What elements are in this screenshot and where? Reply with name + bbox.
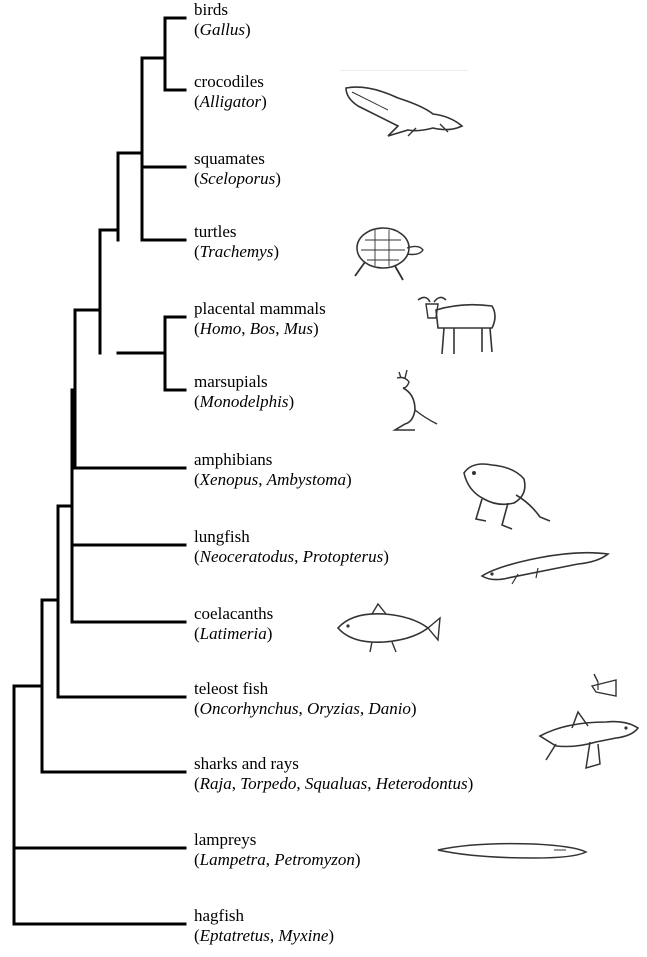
genus-name: Monodelphis: [200, 392, 289, 411]
kangaroo-silhouette: [385, 366, 445, 441]
common-name: lampreys: [194, 830, 361, 850]
genus-names: (Oncorhynchus, Oryzias, Danio): [194, 699, 417, 719]
genus-names: (Raja, Torpedo, Squaluas, Heterodontus): [194, 774, 473, 794]
lamprey-silhouette: [434, 838, 592, 869]
genus-name: Myxine: [278, 926, 328, 945]
genus-name: Trachemys: [200, 242, 274, 261]
genus-names: (Eptatretus, Myxine): [194, 926, 334, 946]
genus-names: (Lampetra, Petromyzon): [194, 850, 361, 870]
taxon-label: placental mammals(Homo, Bos, Mus): [194, 299, 326, 339]
genus-name: Gallus: [200, 20, 245, 39]
genus-name: Mus: [284, 319, 313, 338]
common-name: amphibians: [194, 450, 352, 470]
taxon-label: coelacanths(Latimeria): [194, 604, 273, 644]
shark-silhouette: [536, 702, 644, 779]
frog-silhouette: [458, 455, 558, 540]
genus-names: (Sceloporus): [194, 169, 281, 189]
common-name: squamates: [194, 149, 281, 169]
crocodile-silhouette: [338, 70, 473, 145]
common-name: sharks and rays: [194, 754, 473, 774]
genus-names: (Alligator): [194, 92, 267, 112]
genus-name: Protopterus: [303, 547, 384, 566]
genus-name: Oncorhynchus: [200, 699, 299, 718]
taxon-label: squamates(Sceloporus): [194, 149, 281, 189]
genus-name: Ambystoma: [267, 470, 346, 489]
genus-name: Oryzias: [307, 699, 360, 718]
genus-names: (Monodelphis): [194, 392, 294, 412]
genus-name: Bos: [250, 319, 276, 338]
genus-names: (Gallus): [194, 20, 251, 40]
taxon-label: amphibians(Xenopus, Ambystoma): [194, 450, 352, 490]
common-name: birds: [194, 0, 251, 20]
turtle-silhouette: [345, 218, 430, 293]
taxon-label: lampreys(Lampetra, Petromyzon): [194, 830, 361, 870]
genus-names: (Trachemys): [194, 242, 279, 262]
common-name: teleost fish: [194, 679, 417, 699]
genus-name: Heterodontus: [376, 774, 468, 793]
common-name: turtles: [194, 222, 279, 242]
genus-name: Xenopus: [200, 470, 259, 489]
genus-name: Eptatretus: [200, 926, 270, 945]
genus-name: Raja: [200, 774, 232, 793]
common-name: coelacanths: [194, 604, 273, 624]
genus-name: Homo: [200, 319, 242, 338]
common-name: placental mammals: [194, 299, 326, 319]
lungfish-silhouette: [478, 540, 616, 590]
teleost-tail-silhouette: [588, 670, 622, 705]
taxon-label: marsupials(Monodelphis): [194, 372, 294, 412]
taxon-label: hagfish(Eptatretus, Myxine): [194, 906, 334, 946]
genus-names: (Xenopus, Ambystoma): [194, 470, 352, 490]
genus-names: (Homo, Bos, Mus): [194, 319, 326, 339]
genus-name: Squaluas: [305, 774, 367, 793]
genus-names: (Latimeria): [194, 624, 273, 644]
common-name: marsupials: [194, 372, 294, 392]
common-name: crocodiles: [194, 72, 267, 92]
taxon-label: lungfish(Neoceratodus, Protopterus): [194, 527, 389, 567]
taxon-label: turtles(Trachemys): [194, 222, 279, 262]
genus-name: Lampetra: [200, 850, 266, 869]
genus-name: Alligator: [200, 92, 261, 111]
genus-name: Sceloporus: [200, 169, 276, 188]
taxon-label: crocodiles(Alligator): [194, 72, 267, 112]
taxon-label: sharks and rays(Raja, Torpedo, Squaluas,…: [194, 754, 473, 794]
common-name: lungfish: [194, 527, 389, 547]
cow-silhouette: [412, 292, 502, 367]
genus-name: Latimeria: [200, 624, 267, 643]
genus-name: Petromyzon: [274, 850, 355, 869]
genus-name: Danio: [368, 699, 411, 718]
taxon-label: birds(Gallus): [194, 0, 251, 40]
common-name: hagfish: [194, 906, 334, 926]
taxon-label: teleost fish(Oncorhynchus, Oryzias, Dani…: [194, 679, 417, 719]
genus-names: (Neoceratodus, Protopterus): [194, 547, 389, 567]
coelacanth-silhouette: [332, 602, 444, 659]
genus-name: Torpedo: [240, 774, 296, 793]
genus-name: Neoceratodus: [200, 547, 294, 566]
